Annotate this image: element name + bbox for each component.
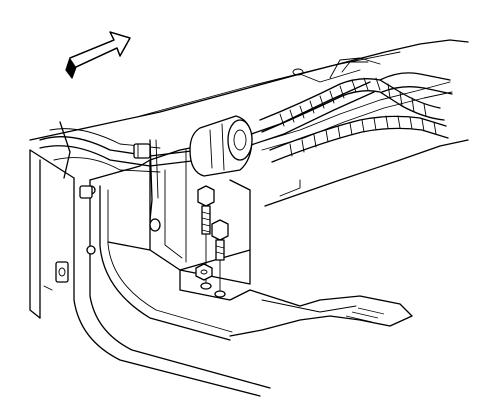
bolt-lower	[211, 219, 229, 298]
hose-bundle	[259, 57, 453, 163]
floor-pan	[29, 39, 469, 207]
line-clip	[79, 143, 151, 199]
arrow-forward-icon	[65, 31, 131, 79]
canister	[189, 115, 253, 177]
crossmember	[107, 139, 413, 337]
nut	[195, 263, 213, 281]
frame-rail	[29, 149, 271, 397]
